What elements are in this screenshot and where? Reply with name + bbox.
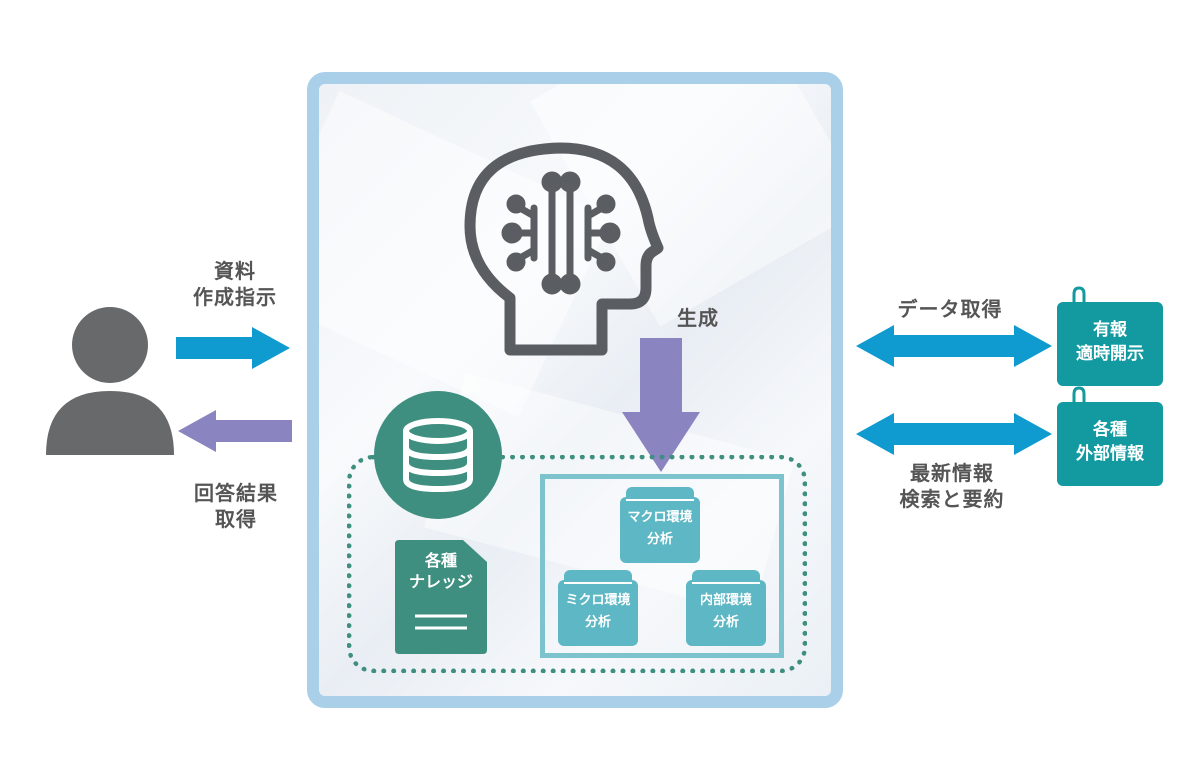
- result-arrow: [178, 410, 292, 452]
- request-arrow: [176, 327, 290, 369]
- data-fetch-arrow: [856, 325, 1052, 367]
- search-summary-label: 最新情報 検索と要約: [899, 461, 1005, 511]
- clip-icon: [1072, 286, 1086, 320]
- generate-arrow: [622, 338, 700, 472]
- database-icon: [374, 391, 502, 519]
- search-arrow: [856, 413, 1052, 455]
- knowledge-region: [347, 455, 807, 673]
- macro-analysis-box: マクロ環境 分析: [620, 487, 700, 563]
- clip-icon: [1072, 386, 1086, 420]
- result-label: 回答結果 取得: [194, 481, 278, 531]
- generate-label: 生成: [677, 306, 719, 330]
- data-fetch-label: データ取得: [897, 297, 1003, 321]
- analysis-frame: [540, 474, 784, 658]
- knowledge-doc-label: 各種 ナレッジ: [408, 551, 473, 591]
- person-icon: [46, 307, 174, 455]
- ai-head-icon: [464, 142, 664, 356]
- request-label: 資料 作成指示: [193, 259, 277, 309]
- micro-analysis-box: ミクロ環境 分析: [558, 570, 638, 646]
- source-external-tag: 各種 外部情報: [1057, 402, 1163, 486]
- document-icon: [395, 540, 487, 654]
- internal-analysis-box: 内部環境 分析: [686, 570, 766, 646]
